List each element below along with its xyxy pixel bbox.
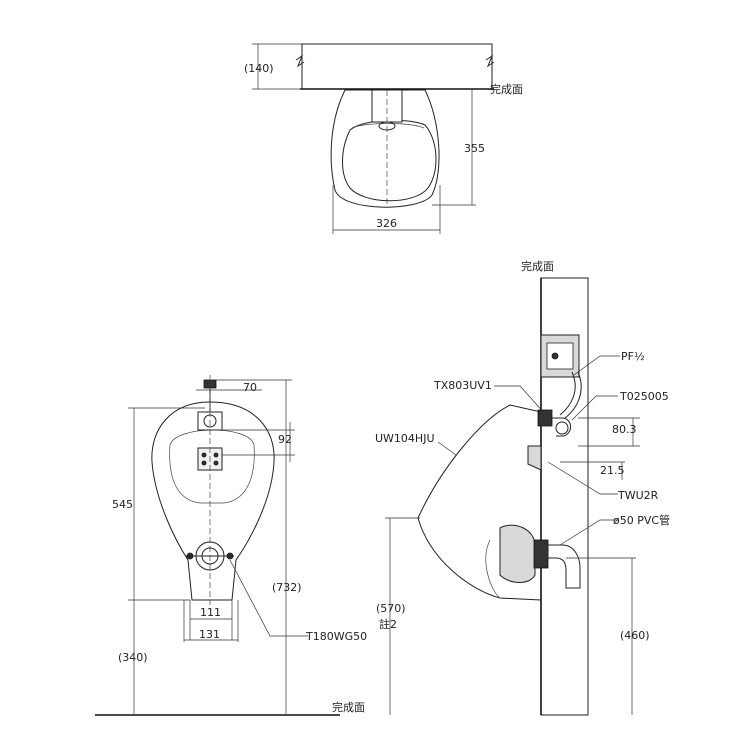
label-side-finish-wall: 完成面 bbox=[521, 259, 554, 273]
top-wall-slab bbox=[301, 43, 493, 90]
label-note2: 註2 bbox=[379, 618, 397, 631]
label-uw: UW104HJU bbox=[375, 432, 435, 445]
label-front-340: (340) bbox=[118, 651, 148, 664]
label-front-70: 70 bbox=[243, 381, 257, 394]
side-drain-elbow bbox=[547, 544, 581, 589]
front-sensor-dot-4 bbox=[213, 460, 219, 466]
label-front-131: 131 bbox=[199, 628, 220, 641]
top-view: (140) 完成面 355 326 bbox=[244, 43, 523, 234]
top-break-right bbox=[485, 54, 495, 68]
front-sensor-dot-1 bbox=[201, 452, 207, 458]
label-front-92: 92 bbox=[278, 433, 292, 446]
label-top-width: 326 bbox=[376, 217, 397, 230]
label-front-111: 111 bbox=[200, 606, 221, 619]
front-bowl-outer bbox=[151, 401, 275, 601]
side-uw-leader bbox=[437, 441, 457, 456]
side-drain-cap bbox=[499, 524, 536, 583]
label-t025: T025005 bbox=[619, 390, 669, 403]
label-front-545: 545 bbox=[112, 498, 133, 511]
label-floor-finish: 完成面 bbox=[332, 700, 365, 714]
side-tx-leader bbox=[494, 385, 547, 416]
label-front-732: (732) bbox=[272, 581, 302, 594]
side-water-pipe bbox=[559, 371, 576, 416]
side-water-pipe-2 bbox=[564, 371, 582, 419]
top-bowl-rim bbox=[351, 123, 425, 129]
side-bowl-inner bbox=[485, 539, 501, 599]
front-sensor-dot-3 bbox=[201, 460, 207, 466]
top-bowl-outer bbox=[330, 89, 440, 208]
top-break-left bbox=[295, 54, 305, 68]
front-t180-leader bbox=[229, 559, 308, 637]
side-drain-flange bbox=[533, 539, 549, 569]
side-t025-leader bbox=[571, 395, 618, 421]
side-control-window bbox=[546, 342, 574, 370]
top-bowl-inner bbox=[342, 119, 437, 202]
side-trap-circle bbox=[555, 421, 569, 435]
side-valve-fitting bbox=[537, 409, 553, 427]
side-hanger bbox=[527, 445, 542, 471]
label-twu: TWU2R bbox=[617, 489, 659, 502]
label-d460: (460) bbox=[620, 629, 650, 642]
label-d215: 21.5 bbox=[600, 464, 625, 477]
side-pvc-leader bbox=[559, 519, 618, 546]
front-view: 完成面 70 92 545 (340) bbox=[95, 375, 367, 716]
label-d803: 80.3 bbox=[612, 423, 637, 436]
label-pf: PF½ bbox=[621, 350, 645, 363]
side-control-indicator bbox=[551, 352, 559, 360]
label-top-offset: (140) bbox=[244, 62, 274, 75]
front-sensor-dot-2 bbox=[213, 452, 219, 458]
label-t180: T180WG50 bbox=[305, 630, 367, 643]
side-twu-leader bbox=[547, 461, 618, 495]
side-pf-leader bbox=[573, 355, 620, 376]
label-pvc: ø50 PVC管 bbox=[613, 513, 670, 527]
label-top-finish: 完成面 bbox=[490, 82, 523, 96]
side-trap-loop bbox=[552, 417, 571, 437]
label-top-depth: 355 bbox=[464, 142, 485, 155]
label-d570: (570) bbox=[376, 602, 406, 615]
label-tx: TX803UV1 bbox=[433, 379, 492, 392]
side-view: 完成面 PF½ TX803UV1 T025005 UW104HJU 80.3 2… bbox=[375, 259, 670, 716]
